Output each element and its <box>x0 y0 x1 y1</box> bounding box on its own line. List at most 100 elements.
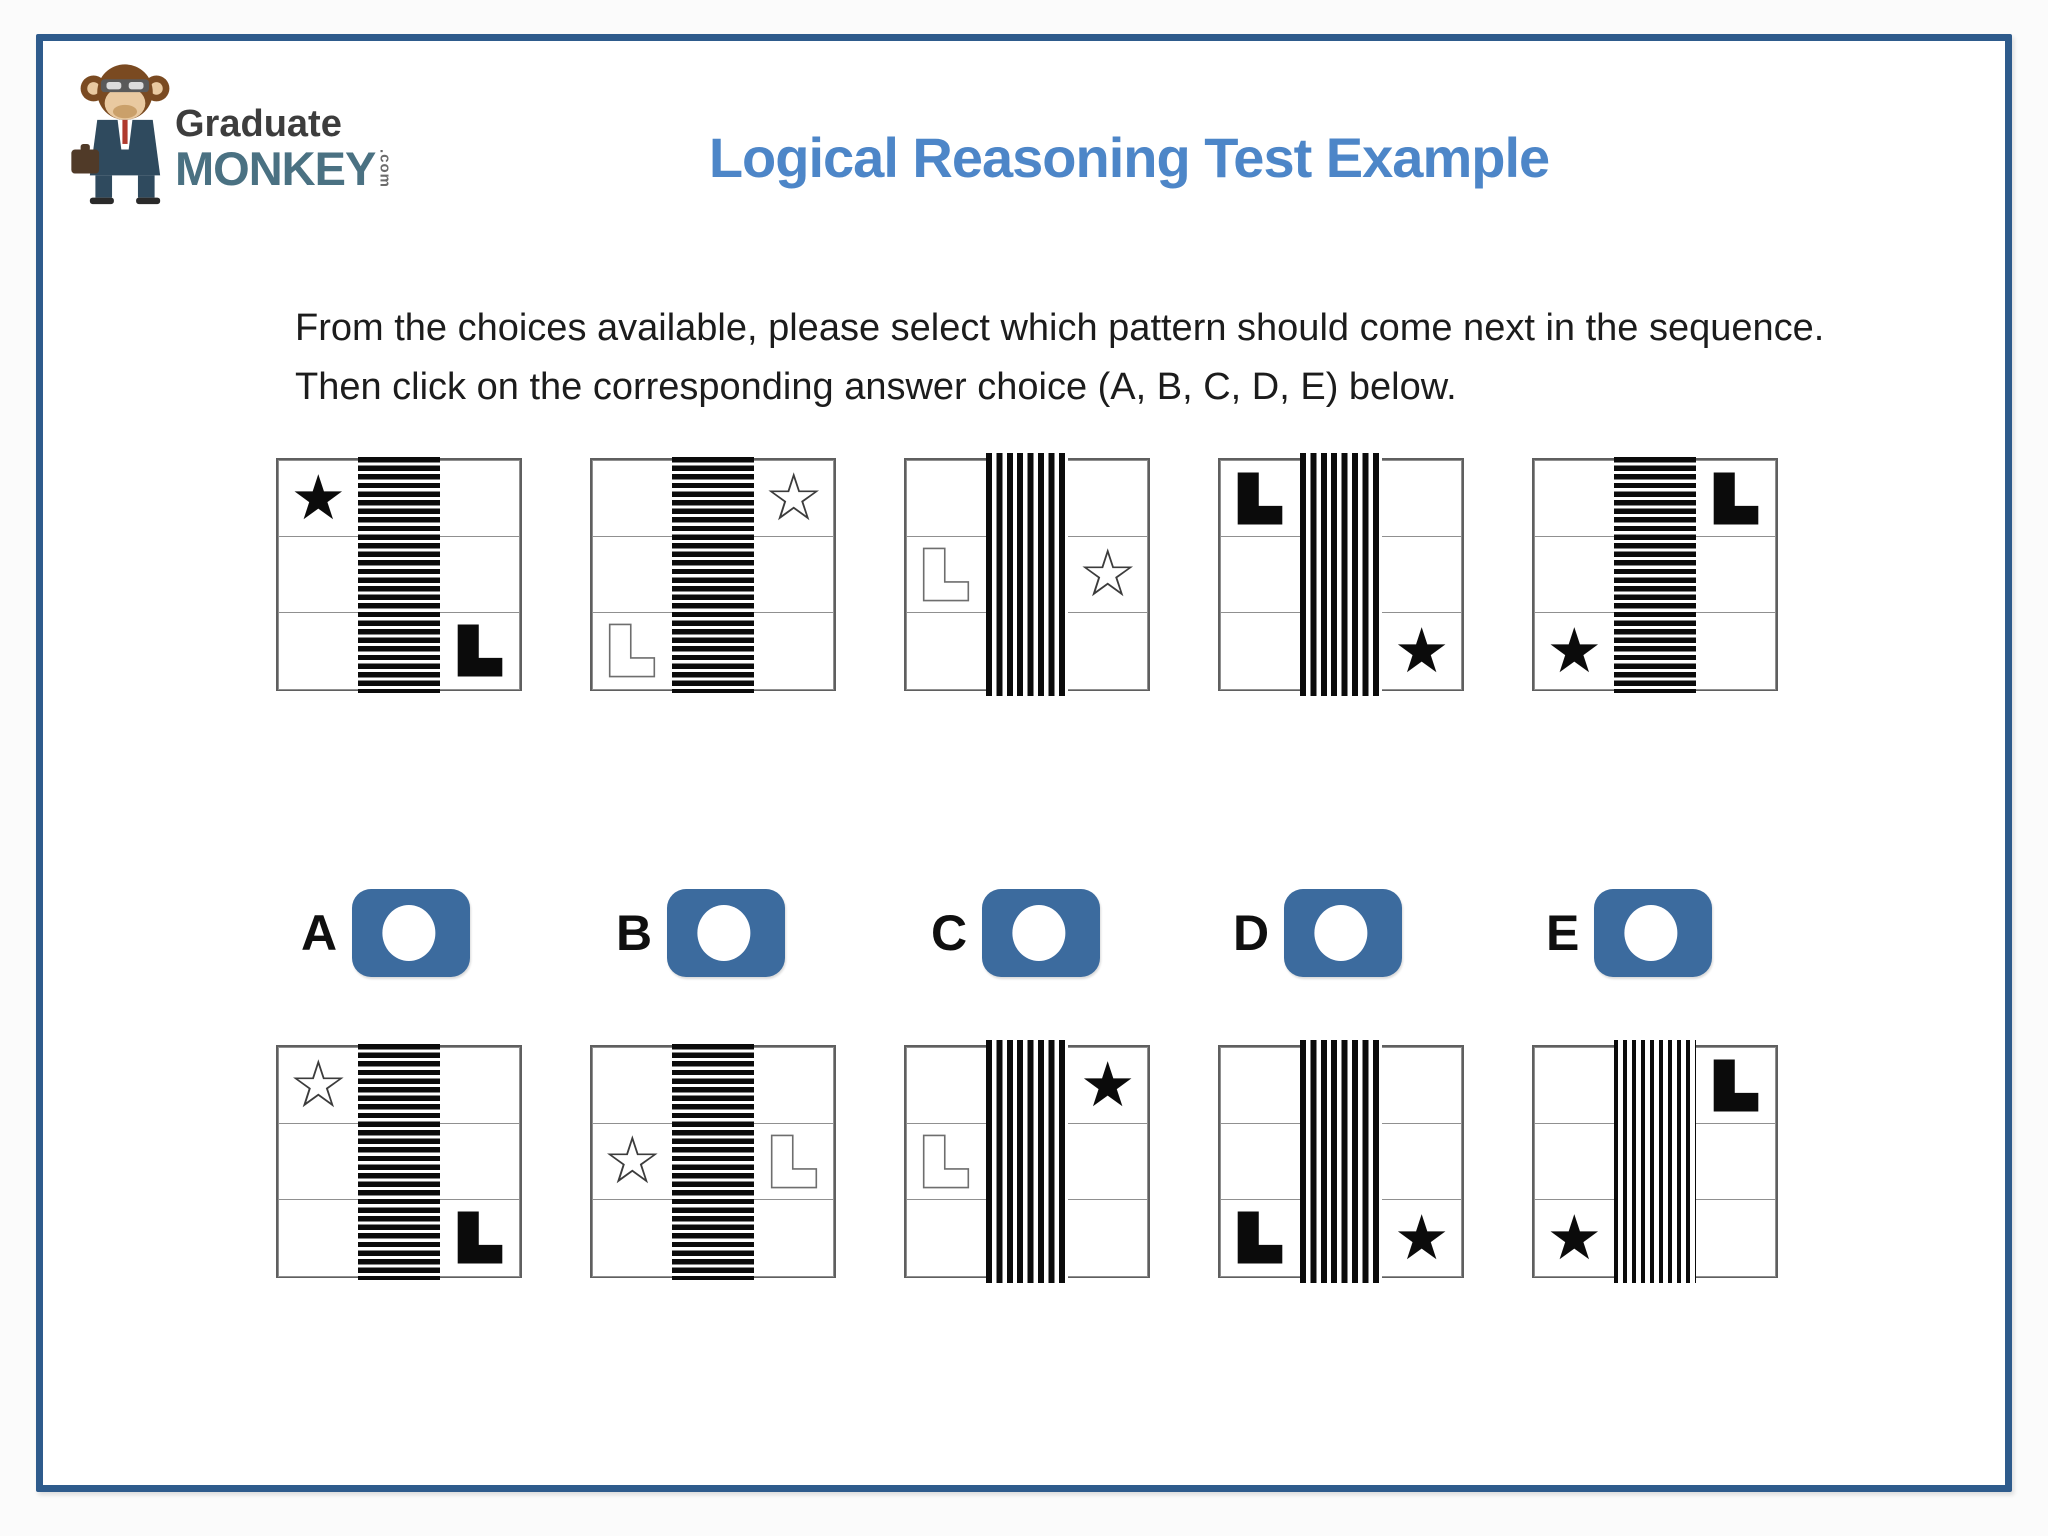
l-shape-outline-icon <box>923 547 970 602</box>
grid-cell <box>277 1122 360 1201</box>
grid-cell <box>277 612 360 690</box>
grid-cell <box>1694 459 1777 537</box>
grid-cell: ☆ <box>277 1046 360 1124</box>
grid-cell: ☆ <box>1066 535 1149 614</box>
grid-cell: ☆ <box>752 459 835 537</box>
star-outline-icon: ☆ <box>1078 535 1138 613</box>
grid-cell: ★ <box>1533 612 1616 690</box>
grid-cell <box>905 612 988 690</box>
grid-cell <box>1066 459 1149 537</box>
l-shape-outline-icon <box>609 624 656 678</box>
answer-option-c: C <box>931 889 1101 977</box>
l-shape-outline-icon <box>770 1134 817 1189</box>
instructions-text: From the choices available, please selec… <box>295 307 1825 408</box>
grid-cell <box>591 1199 674 1277</box>
sequence-box-4: ★ <box>1218 453 1464 696</box>
answer-box-b: ☆ <box>590 1044 836 1280</box>
star-filled-icon: ★ <box>1546 1200 1603 1274</box>
grid-cell <box>438 535 521 614</box>
grid-cell <box>438 1199 521 1277</box>
striped-column-horizontal <box>671 457 755 693</box>
grid-cell <box>752 612 835 690</box>
answer-button-d[interactable] <box>1284 889 1403 977</box>
star-filled-icon: ★ <box>1393 1200 1450 1274</box>
grid-cell: ★ <box>1380 1199 1463 1277</box>
grid-cell <box>905 1046 988 1124</box>
l-shape-filled-icon <box>1713 472 1758 525</box>
striped-column-vertical <box>985 1040 1069 1283</box>
radio-circle-icon <box>1624 905 1678 961</box>
grid-cell <box>1533 459 1616 537</box>
answer-button-a[interactable] <box>352 889 471 977</box>
grid-cell <box>1219 612 1302 690</box>
star-filled-icon: ★ <box>1079 1048 1136 1122</box>
answer-button-e[interactable] <box>1594 889 1713 977</box>
grid-cell <box>438 1046 521 1124</box>
striped-column-horizontal <box>357 1044 441 1280</box>
logo-text-dotcom: .com <box>376 149 394 189</box>
logo-text-graduate: Graduate <box>175 103 342 145</box>
answer-letter-a: A <box>301 905 338 961</box>
grid-cell <box>752 1122 835 1201</box>
striped-column-vertical <box>985 453 1069 696</box>
answer-box-d: ★ <box>1218 1040 1464 1283</box>
l-shape-filled-icon <box>457 1211 502 1264</box>
grid-cell <box>1066 612 1149 690</box>
grid-cell: ☆ <box>591 1122 674 1201</box>
grid-cell: ★ <box>1533 1199 1616 1277</box>
star-filled-icon: ★ <box>1393 613 1450 687</box>
answer-box-c: ★ <box>904 1040 1150 1283</box>
answer-option-a: A <box>301 889 471 977</box>
answer-letter-c: C <box>931 905 968 961</box>
grid-cell <box>752 1199 835 1277</box>
grid-cell <box>1533 1122 1616 1201</box>
star-outline-icon: ☆ <box>602 1122 662 1200</box>
answer-button-b[interactable] <box>667 889 786 977</box>
answer-letter-b: B <box>616 905 653 961</box>
answer-button-c[interactable] <box>982 889 1101 977</box>
grid-cell <box>1694 1046 1777 1124</box>
grid-cell <box>905 1122 988 1201</box>
radio-circle-icon <box>1012 905 1066 961</box>
grid-cell <box>438 1122 521 1201</box>
grid-cell <box>1219 1046 1302 1124</box>
sequence-box-1: ★ <box>276 457 522 693</box>
grid-cell <box>438 459 521 537</box>
grid-cell <box>1694 612 1777 690</box>
sequence-box-2: ☆ <box>590 457 836 693</box>
grid-cell <box>752 535 835 614</box>
page-frame: Graduate MONKEY .com Logical Reasoning T… <box>36 34 2012 1492</box>
grid-cell <box>1533 1046 1616 1124</box>
sequence-box-3: ☆ <box>904 453 1150 696</box>
page-title: Logical Reasoning Test Example <box>708 126 1550 189</box>
star-filled-icon: ★ <box>290 461 347 535</box>
grid-cell <box>905 459 988 537</box>
grid-cell <box>1219 459 1302 537</box>
grid-cell <box>752 1046 835 1124</box>
radio-circle-icon <box>697 905 751 961</box>
l-shape-filled-icon <box>457 624 502 677</box>
grid-cell <box>591 535 674 614</box>
striped-column-horizontal <box>671 1044 755 1280</box>
striped-column-vertical <box>1613 1040 1697 1283</box>
grid-cell <box>277 1199 360 1277</box>
radio-circle-icon <box>382 905 436 961</box>
grid-cell <box>1219 1122 1302 1201</box>
grid-cell <box>1066 1122 1149 1201</box>
sequence-box-5: ★ <box>1532 457 1778 693</box>
grid-cell: ★ <box>1380 612 1463 690</box>
grid-cell <box>1380 1122 1463 1201</box>
grid-cell <box>1694 535 1777 614</box>
graduatemonkey-logo: Graduate MONKEY .com <box>69 57 394 205</box>
answer-option-b: B <box>616 889 786 977</box>
logo-text-monkey: MONKEY <box>175 142 376 195</box>
star-outline-icon: ☆ <box>764 459 824 537</box>
grid-cell: ★ <box>277 459 360 537</box>
answer-box-a: ☆ <box>276 1044 522 1280</box>
l-shape-filled-icon <box>1238 1211 1283 1264</box>
grid-cell <box>1219 1199 1302 1277</box>
l-shape-filled-icon <box>1238 472 1283 525</box>
answer-option-d: D <box>1233 889 1403 977</box>
monkey-mascot-icon <box>71 64 170 205</box>
star-outline-icon: ☆ <box>288 1046 348 1124</box>
